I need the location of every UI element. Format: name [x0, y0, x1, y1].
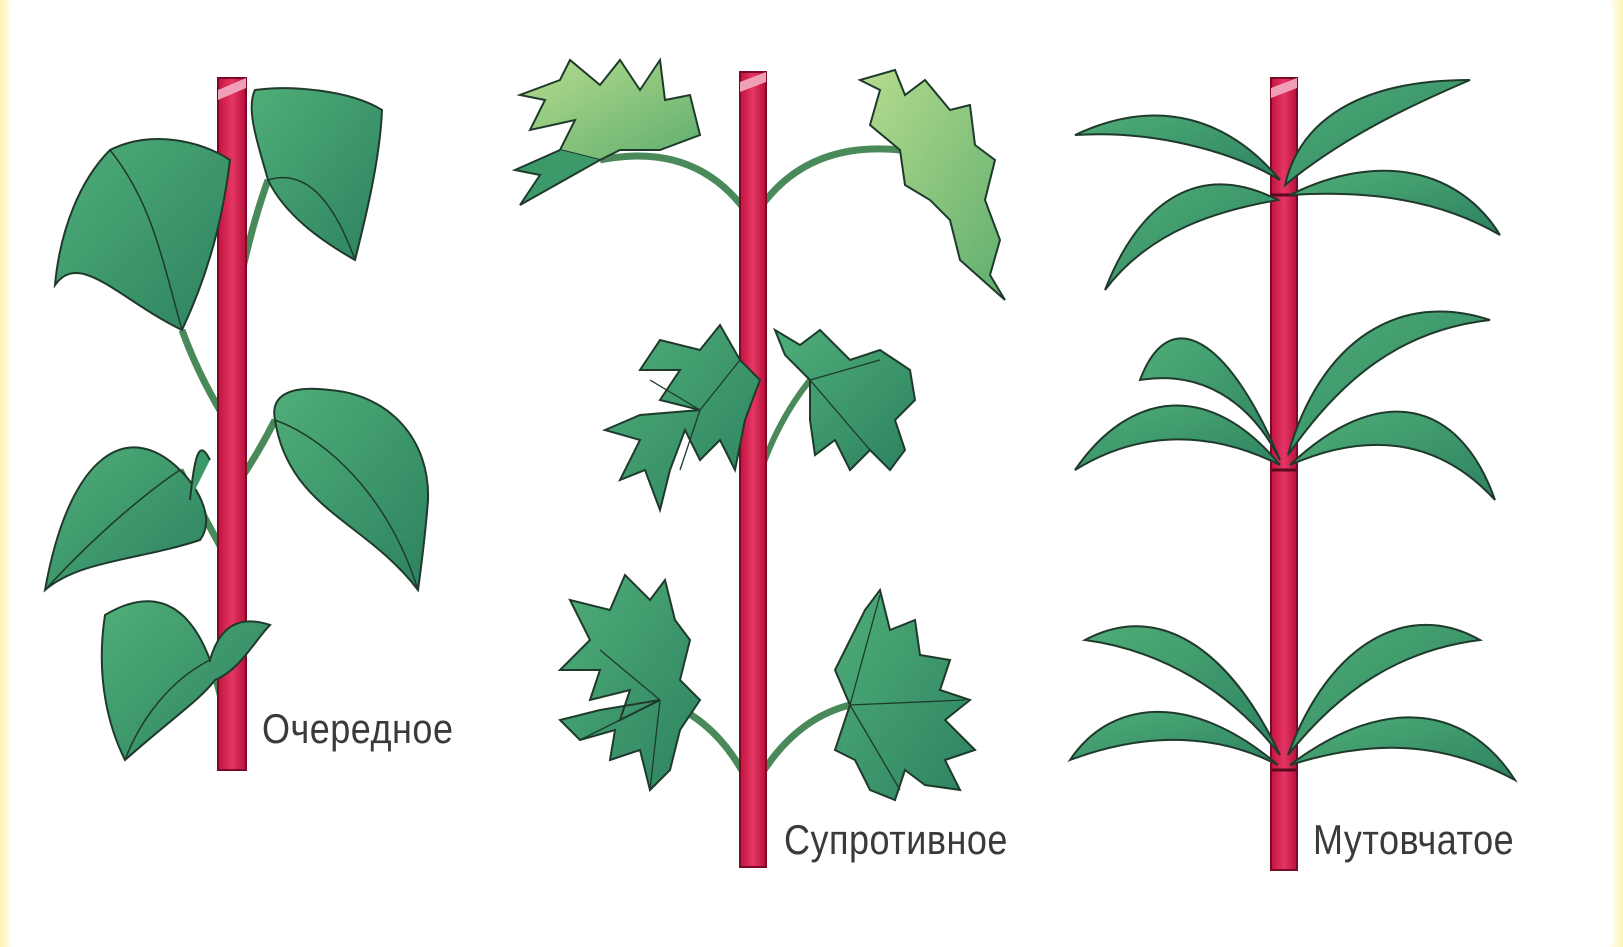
- leaf: [274, 389, 428, 590]
- leaf: [520, 60, 700, 160]
- leaf: [252, 88, 382, 260]
- leaf: [1290, 412, 1495, 500]
- leaf: [860, 70, 1005, 300]
- leaf: [45, 447, 206, 590]
- leaf: [1285, 80, 1470, 185]
- leaf: [835, 590, 975, 800]
- whorled-plant: [1070, 78, 1515, 870]
- leaf: [1105, 184, 1278, 290]
- label-whorled: Мутовчатое: [1313, 816, 1514, 864]
- leaf: [1290, 171, 1500, 235]
- whorled-stem: [1271, 78, 1297, 870]
- label-alternate: Очередное: [262, 705, 453, 753]
- leaf: [1075, 116, 1280, 180]
- leaf: [55, 139, 230, 330]
- opposite-stem: [740, 72, 766, 867]
- opposite-plant: [515, 60, 1005, 867]
- leaf: [605, 325, 760, 510]
- label-opposite: Супротивное: [784, 816, 1008, 864]
- alternate-plant: [45, 78, 428, 770]
- leaf: [1070, 712, 1278, 765]
- leaf: [1290, 717, 1515, 780]
- leaf: [560, 575, 700, 790]
